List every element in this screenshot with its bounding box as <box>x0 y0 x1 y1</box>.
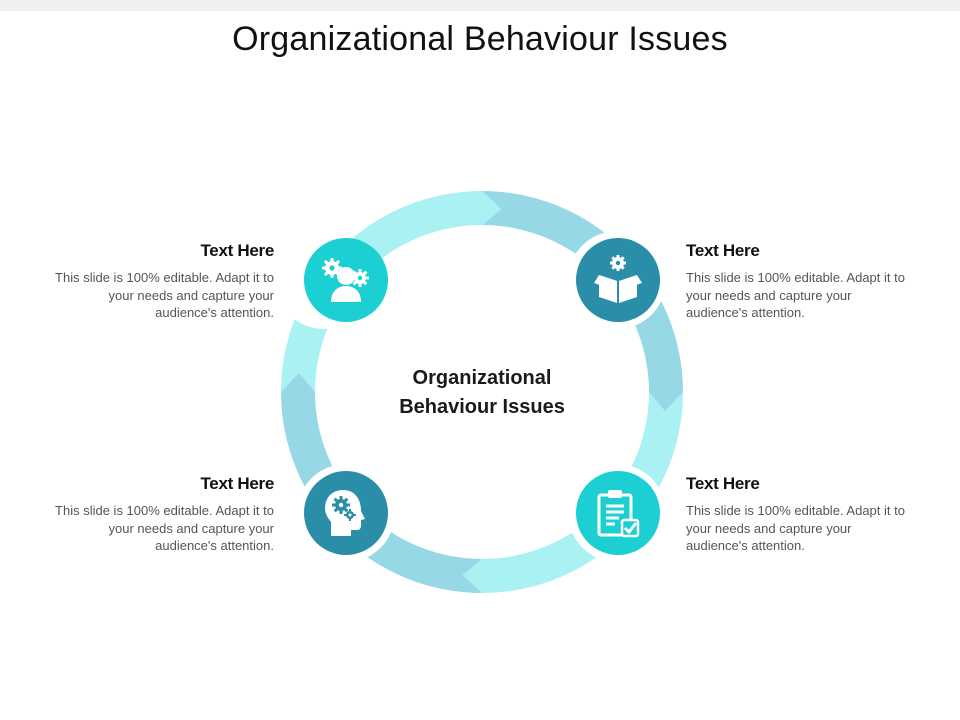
text-block-body: This slide is 100% editable. Adapt it to… <box>686 270 905 320</box>
text-block-heading: Text Here <box>686 241 760 260</box>
text-block-body: This slide is 100% editable. Adapt it to… <box>55 270 274 320</box>
text-block-heading: Text Here <box>200 474 274 493</box>
person-gears-icon <box>322 258 369 302</box>
center-label: Organizational Behaviour Issues <box>362 364 602 422</box>
text-block-bottom-right: Text Here This slide is 100% editable. A… <box>686 474 906 555</box>
text-block-heading: Text Here <box>200 241 274 260</box>
text-block-body: This slide is 100% editable. Adapt it to… <box>55 503 274 553</box>
node-clipboard-check <box>576 471 660 555</box>
node-box-gear <box>576 238 660 322</box>
brain-gears-icon <box>325 490 365 536</box>
node-person-gears <box>304 238 388 322</box>
box-gear-icon <box>594 255 642 303</box>
ring-arrow-segment-2 <box>339 191 502 274</box>
text-block-bottom-left: Text Here This slide is 100% editable. A… <box>54 474 274 555</box>
page-title: Organizational Behaviour Issues <box>232 20 728 58</box>
clipboard-check-icon <box>597 490 640 538</box>
top-bar <box>0 0 960 11</box>
center-label-line1: Organizational <box>412 367 552 389</box>
text-block-body: This slide is 100% editable. Adapt it to… <box>686 503 905 553</box>
text-block-top-right: Text Here This slide is 100% editable. A… <box>686 241 906 322</box>
node-brain-gears <box>304 471 388 555</box>
text-block-top-left: Text Here This slide is 100% editable. A… <box>54 241 274 322</box>
center-label-line2: Behaviour Issues <box>399 396 565 418</box>
text-block-heading: Text Here <box>686 474 760 493</box>
